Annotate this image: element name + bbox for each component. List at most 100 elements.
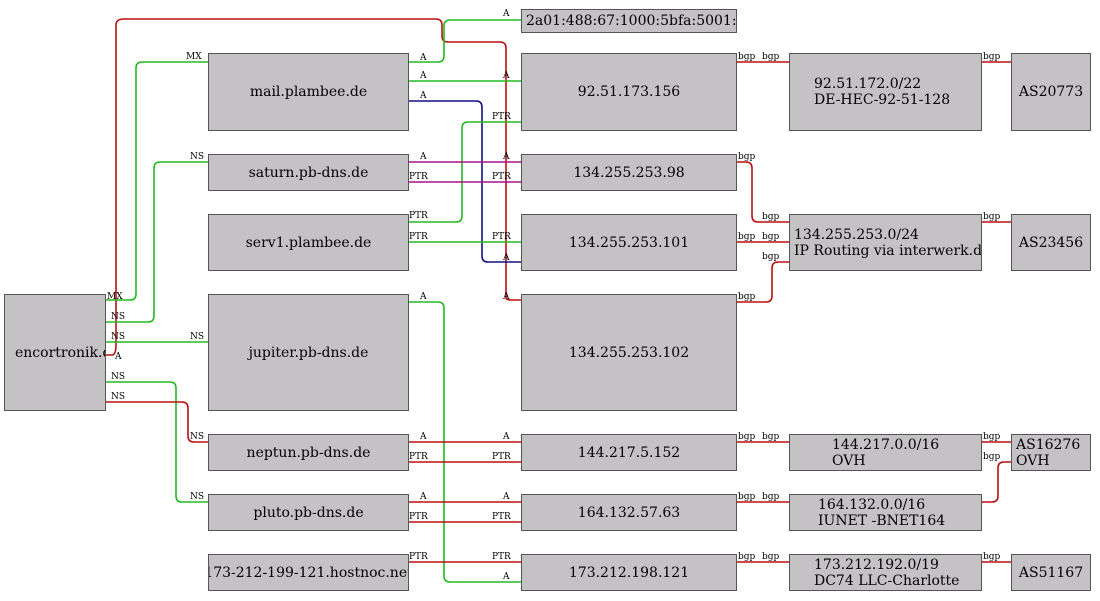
- connection-line: [106, 18, 521, 356]
- connection-line: [737, 261, 789, 303]
- edge-label-bgp: bgp: [762, 552, 780, 562]
- edge-label-ns: NS: [190, 492, 205, 502]
- node-label: AS20773: [1018, 84, 1084, 100]
- node-ip-134-101: 134.255.253.101: [521, 214, 737, 271]
- edge-label-ptr: PTR: [409, 512, 428, 522]
- edge-label-ns: NS: [111, 372, 126, 382]
- edge-label-bgp: bgp: [738, 152, 756, 162]
- edge-label-ns: NS: [190, 152, 205, 162]
- edge-label-ns: NS: [190, 332, 205, 342]
- node-net-173: 173.212.192.0/19 DC74 LLC-Charlotte: [789, 554, 982, 591]
- edge-label-a: A: [503, 71, 510, 81]
- node-label: AS23456: [1018, 234, 1084, 251]
- edge-label-bgp: bgp: [983, 452, 1001, 462]
- node-jupiter: jupiter.pb-dns.de: [208, 294, 409, 411]
- node-label: jupiter.pb-dns.de: [248, 344, 369, 361]
- node-label: 173.212.198.121: [568, 564, 690, 581]
- edge-label-ptr: PTR: [492, 512, 511, 522]
- edge-label-bgp: bgp: [762, 252, 780, 262]
- edge-label-a: A: [420, 91, 427, 101]
- connection-line: [106, 161, 208, 323]
- edge-label-a: A: [420, 71, 427, 81]
- node-net-144: 144.217.0.0/16 OVH: [789, 434, 982, 471]
- node-ip-134-98: 134.255.253.98: [521, 154, 737, 191]
- edge-label-ns: NS: [111, 392, 126, 402]
- node-ip-92: 92.51.173.156: [521, 53, 737, 131]
- node-net-134: 134.255.253.0/24 IP Routing via interwer…: [789, 214, 982, 271]
- node-pluto: pluto.pb-dns.de: [208, 494, 409, 531]
- node-hostnoc: 173-212-199-121.hostnoc.net: [208, 554, 409, 591]
- edge-label-bgp: bgp: [738, 552, 756, 562]
- edge-label-ptr: PTR: [492, 452, 511, 462]
- node-as51167: AS51167: [1011, 554, 1091, 591]
- edge-label-a: A: [420, 492, 427, 502]
- node-label: AS51167: [1018, 564, 1084, 581]
- node-label: DC74 LLC-Charlotte: [814, 572, 960, 589]
- connection-line: [737, 161, 789, 223]
- node-label: IP Routing via interwerk.de: [794, 242, 982, 259]
- edge-label-bgp: bgp: [762, 492, 780, 502]
- node-serv1: serv1.plambee.de: [208, 214, 409, 271]
- node-mail: mail.plambee.de: [208, 53, 409, 131]
- edge-label-ptr: PTR: [492, 172, 511, 182]
- edge-label-bgp: bgp: [983, 52, 1001, 62]
- node-label: 134.255.253.101: [568, 234, 690, 251]
- edge-label-a: A: [503, 292, 510, 302]
- edge-label-bgp: bgp: [738, 232, 756, 242]
- node-label: pluto.pb-dns.de: [253, 504, 364, 521]
- node-label: 134.255.253.98: [573, 164, 685, 181]
- node-label: serv1.plambee.de: [245, 234, 372, 251]
- node-as20773: AS20773: [1011, 53, 1091, 131]
- node-label: encortronik.de: [15, 344, 105, 361]
- node-label: 173-212-199-121.hostnoc.net: [208, 564, 409, 581]
- node-label: mail.plambee.de: [249, 84, 368, 100]
- node-label: OVH: [832, 452, 866, 469]
- edge-label-ptr: PTR: [409, 232, 428, 242]
- node-label: 164.132.0.0/16: [818, 496, 926, 513]
- node-label: 92.51.172.0/22: [814, 76, 922, 92]
- node-label: neptun.pb-dns.de: [246, 444, 371, 461]
- edge-label-ptr: PTR: [409, 172, 428, 182]
- edge-label-bgp: bgp: [762, 212, 780, 222]
- node-encortronik: encortronik.de: [4, 294, 106, 411]
- node-label: 134.255.253.0/24: [794, 226, 919, 243]
- edge-label-a: A: [503, 492, 510, 502]
- edge-label-ptr: PTR: [492, 232, 511, 242]
- node-ip-144: 144.217.5.152: [521, 434, 737, 471]
- node-label: AS16276: [1016, 436, 1081, 453]
- node-label: 173.212.192.0/19: [814, 556, 939, 573]
- connection-line: [106, 381, 208, 503]
- edge-label-ns: NS: [111, 312, 126, 322]
- edge-label-a: A: [420, 53, 427, 63]
- node-saturn: saturn.pb-dns.de: [208, 154, 409, 191]
- node-label: 92.51.173.156: [577, 84, 681, 100]
- node-label: 144.217.5.152: [577, 444, 681, 461]
- node-ip-164: 164.132.57.63: [521, 494, 737, 531]
- node-ip-173: 173.212.198.121: [521, 554, 737, 591]
- node-label: IUNET -BNET164: [818, 512, 946, 529]
- edge-label-bgp: bgp: [738, 52, 756, 62]
- edge-label-a: A: [503, 9, 510, 19]
- node-label: 164.132.57.63: [577, 504, 681, 521]
- edge-label-bgp: bgp: [983, 432, 1001, 442]
- edge-label-bgp: bgp: [738, 492, 756, 502]
- node-label: DE-HEC-92-51-128: [814, 92, 951, 108]
- node-label: 144.217.0.0/16: [832, 436, 940, 453]
- edge-label-ns: NS: [190, 432, 205, 442]
- node-net-164: 164.132.0.0/16 IUNET -BNET164: [789, 494, 982, 531]
- node-as23456: AS23456: [1011, 214, 1091, 271]
- edge-label-a: A: [503, 152, 510, 162]
- edge-label-bgp: bgp: [762, 52, 780, 62]
- node-neptun: neptun.pb-dns.de: [208, 434, 409, 471]
- edge-label-bgp: bgp: [983, 552, 1001, 562]
- edge-label-bgp: bgp: [738, 292, 756, 302]
- connection-line: [106, 61, 208, 301]
- edge-label-ptr: PTR: [409, 452, 428, 462]
- edge-label-ns: NS: [111, 332, 126, 342]
- edge-label-bgp: bgp: [738, 432, 756, 442]
- edge-label-bgp: bgp: [983, 212, 1001, 222]
- edge-label-mx: MX: [107, 292, 123, 302]
- node-net-92: 92.51.172.0/22 DE-HEC-92-51-128: [789, 53, 982, 131]
- edge-label-a: A: [503, 432, 510, 442]
